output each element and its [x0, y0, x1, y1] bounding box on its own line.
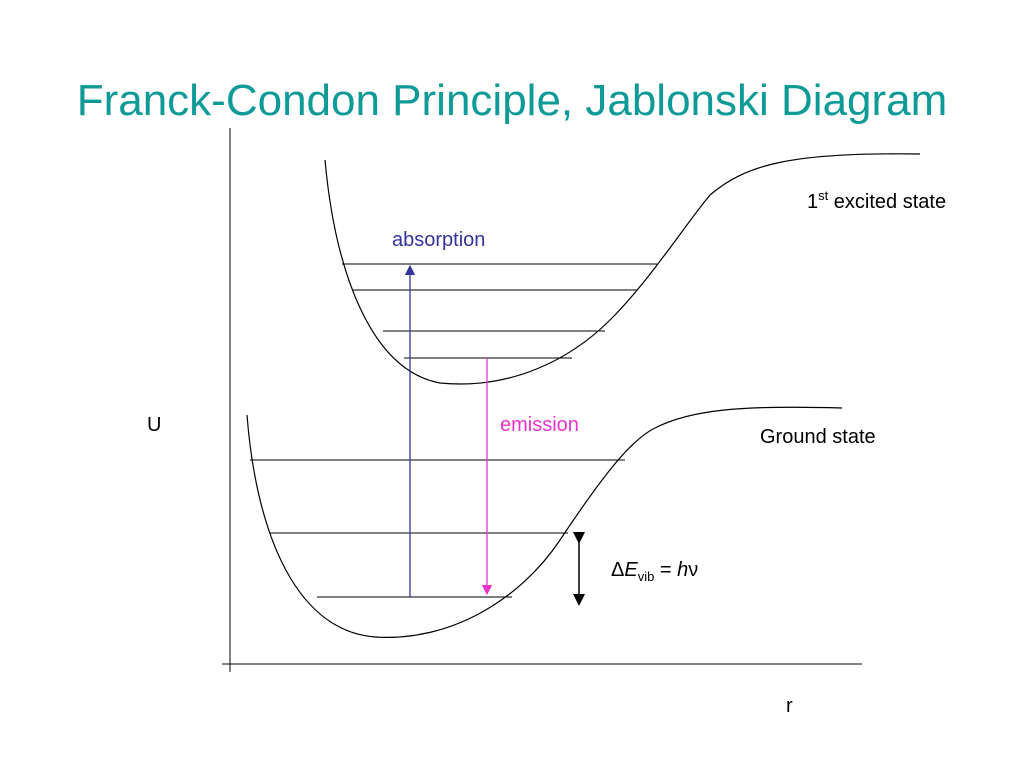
- vib-subscript: vib: [638, 569, 655, 584]
- excited-state-label-prefix: 1: [807, 191, 818, 213]
- excited-state-label-suffix: excited state: [828, 191, 946, 213]
- delta-e-vib-label: ΔEvib = hν: [611, 559, 698, 584]
- nu-symbol: ν: [688, 559, 698, 581]
- x-axis-label: r: [786, 695, 793, 717]
- y-axis-label: U: [147, 414, 161, 436]
- equals-sign: =: [654, 559, 677, 581]
- absorption-label: absorption: [392, 229, 485, 251]
- energy-symbol: E: [624, 559, 638, 581]
- excited-state-label-sup: st: [818, 188, 829, 203]
- planck-symbol: h: [677, 559, 688, 581]
- delta-symbol: Δ: [611, 559, 624, 581]
- ground-state-curve: [246, 406, 843, 638]
- excited-state-curve: [324, 153, 921, 385]
- excited-state-label: 1st excited state: [807, 188, 946, 213]
- slide-title: Franck-Condon Principle, Jablonski Diagr…: [76, 76, 948, 126]
- ground-state-label: Ground state: [760, 426, 876, 448]
- emission-label: emission: [500, 414, 579, 436]
